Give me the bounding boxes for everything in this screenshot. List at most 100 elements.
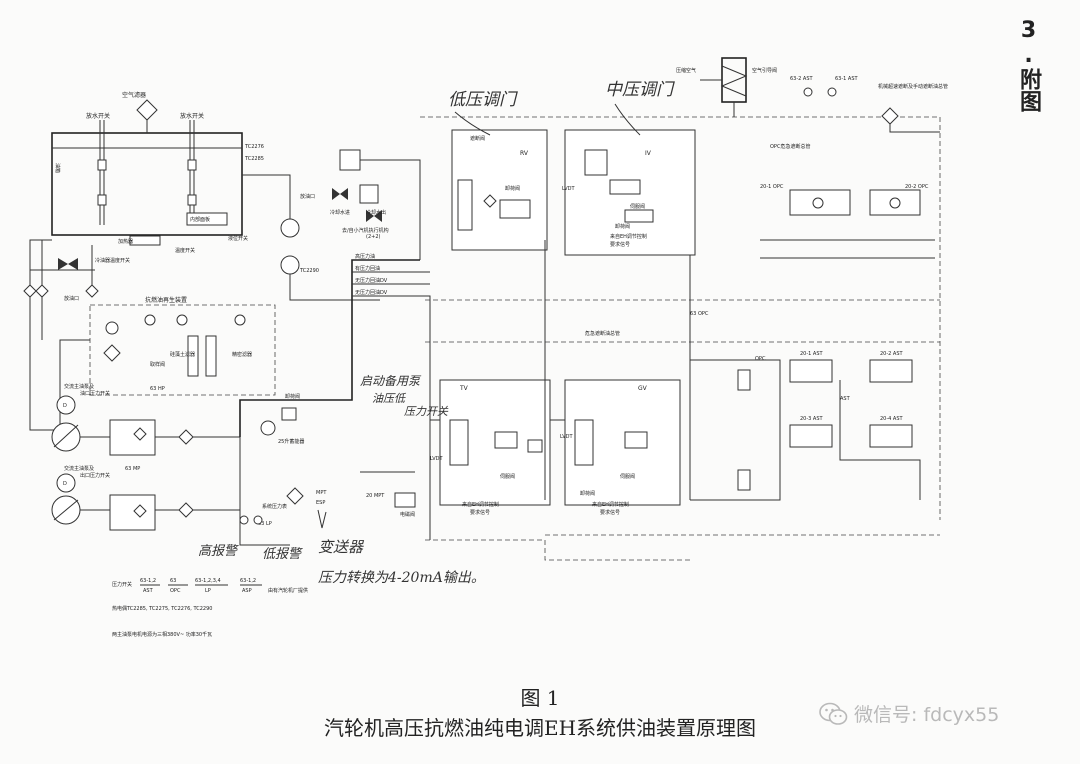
legend-pressure-switch: 压力开关 (112, 581, 132, 588)
label-air-filter: 空气滤器 (122, 91, 146, 99)
label-air: 压缩空气 (676, 67, 696, 74)
label-p63hp: 63 HP (150, 386, 165, 392)
label-drain-switch-1: 放水开关 (86, 112, 110, 120)
label-rv: RV (520, 150, 529, 157)
watermark-text: 微信号: fdcyx55 (854, 704, 1000, 726)
label-p202: 20-2 OPC (905, 184, 929, 190)
legend-motor: 两主油泵电机电源为三相380V~ 功率30千瓦 (112, 631, 212, 638)
label-pump-a: 交流主油泵及 (64, 383, 94, 390)
label-air-switch: 空气引导阀 (752, 67, 777, 74)
legend-ps-2b: OPC (170, 588, 181, 594)
label-accumulator: 25升蓄能器 (278, 438, 304, 445)
label-opc-header: OPC危急遮断总管 (770, 143, 810, 150)
header-lines: 高压力油 有压力回油 无压力回油DV 无压力回油DV 20 MPT 电磁阀 (352, 253, 431, 540)
label-p63mp: 63 MP (125, 466, 140, 472)
label-p20: 20 MPT (366, 493, 385, 499)
label-level-switch: 液位开关 (228, 235, 248, 242)
cooler-symbol (280, 218, 300, 238)
actuator-area: RV 遮断阀 卸荷阀 IV LVDT 伺服阀 卸荷阀 来自EH调节控制 要求信号… (420, 116, 941, 561)
label-lvdt1: LVDT (562, 186, 576, 192)
label-p206: 20-4 AST (880, 416, 904, 422)
label-unloading: 卸荷阀 (285, 393, 300, 400)
label-heater: 加热器 (118, 238, 133, 245)
label-tc2285: TC2285 (244, 156, 264, 162)
label-turbine-hp: 去/自小汽机执行机构 (342, 227, 389, 234)
legend-ps-3: 63-1,2,3,4 (195, 578, 221, 584)
label-pump-a2: 油口压力开关 (80, 390, 110, 397)
legend-sensors: 热电偶TC2285, TC2275, TC2276, TC2290 (112, 605, 212, 612)
label-from-eh-2: 来自EH调节控制 (462, 501, 499, 508)
label-cooling-in: 冷却水进 (330, 209, 350, 216)
label-fast-valve: 卸荷阀 (615, 223, 630, 230)
regen-filter-1 (187, 335, 199, 377)
wechat-icon (819, 702, 848, 725)
note-high-alarm: 高报警 (198, 544, 239, 559)
label-ast-1b: 63-1 AST (835, 76, 859, 82)
label-cooling-out: 冷却水出 (366, 209, 386, 216)
label-dump-valve-2: 卸荷阀 (580, 490, 595, 497)
label-ast-1: AST (840, 396, 851, 402)
pump-b-motor (56, 473, 76, 493)
legend-ps-1: 63-1,2 (140, 578, 156, 584)
ast-block-2 (869, 359, 913, 383)
tank-section: 空气滤器 放水开关 放水开关 油箱 内部面板 加热器 温度开关 冷油器温度开关 … (23, 91, 319, 431)
label-servo-valve: 伺服阀 (630, 203, 645, 210)
note-transmitter: 变送器 (318, 538, 365, 556)
label-sample-valve: 取样阀 (150, 361, 165, 368)
legend-ps-4: 63-1,2 (240, 578, 256, 584)
label-iv: IV (645, 150, 652, 157)
label-p205: 20-3 AST (800, 416, 824, 422)
cooling-section: 放油口 冷却水进 冷却水出 去/自小汽机执行机构 (2+2) 抗燃油再生装置 硅… (59, 149, 421, 430)
regen-unit-box (89, 304, 276, 396)
label-drain-switch-2: 放水开关 (180, 112, 204, 120)
label-no-pressure-dv: 无压力回油DV (355, 277, 388, 284)
label-lvdt3: LVDT (430, 456, 444, 462)
label-servo-valve-2: 伺服阀 (500, 473, 515, 480)
label-tank-side: 油箱 (54, 163, 61, 173)
handwritten-notes: 低压调门 中压调门 启动备用泵 油压低 压力开关 高报警 低报警 变送器 压力转… (198, 80, 675, 586)
legend-ps-4b: ASP (242, 588, 252, 594)
solenoid-20 (394, 492, 416, 508)
label-solenoid: 电磁阀 (400, 511, 415, 518)
label-p63opc: 63 OPC (690, 311, 709, 317)
svg-text:D: D (63, 403, 67, 409)
label-gv: GV (638, 385, 648, 392)
label-shutoff-valve: 遮断阀 (470, 135, 485, 142)
watermark: 微信号: fdcyx55 (818, 700, 999, 727)
accumulator (260, 420, 276, 436)
label-no-pressure-dv2: 无压力回油DV (355, 289, 388, 296)
label-servo-valve-3: 伺服阀 (620, 473, 635, 480)
label-pump-b2: 出口压力开关 (80, 472, 110, 479)
label-from-eh-3: 来自EH调节控制 (592, 501, 629, 508)
ast-block-1 (789, 359, 833, 383)
ast-block-4 (869, 424, 913, 448)
label-feedback-3: 要求信号 (600, 509, 620, 516)
air-filter-symbol (136, 99, 158, 121)
label-esp: ESP (316, 500, 325, 506)
pump-a-motor (56, 395, 76, 415)
legend: 压力开关 63-1,2 AST 63 OPC 63-1,2,3,4 LP 63-… (112, 578, 308, 638)
label-feedback: 要求信号 (610, 241, 630, 248)
label-drain-port-2: 放油口 (300, 193, 315, 200)
figure-title: 汽轮机高压抗燃油纯电调EH系统供油装置原理图 (323, 716, 757, 740)
note-low-pressure: 油压低 (372, 392, 407, 405)
legend-maker: 由有汽轮机厂提供 (268, 587, 308, 594)
label-fine-filter: 精密滤器 (232, 351, 252, 358)
label-gauge-plug: (2+2) (366, 234, 381, 240)
label-p63lp: 63 LP (258, 521, 272, 527)
label-tc2290: TC2290 (299, 268, 319, 274)
label-emergency: 机械超速遮断及手动遮断油总管 (878, 83, 948, 90)
label-temp-switch: 温度开关 (175, 247, 195, 254)
label-ast-header: 危急遮断油总管 (585, 330, 620, 337)
label-hp-oil: 高压力油 (355, 253, 375, 260)
top-right-section: 空气引导阀 压缩空气 63-2 AST 63-1 AST 机械超速遮断及手动遮断… (676, 57, 948, 133)
note-ip-valve: 中压调门 (605, 80, 675, 100)
page-heading: 3.附图 (1016, 18, 1041, 112)
pump-section: D 交流主油泵及 油口压力开关 D 交流主油泵及 出口压力开关 63 HP 63… (51, 259, 420, 546)
heater-panel (186, 212, 228, 226)
label-regen-unit: 抗燃油再生装置 (145, 296, 187, 304)
note-low-alarm: 低报警 (262, 547, 303, 562)
label-heater-panel: 内部面板 (190, 216, 210, 223)
label-system-pressure: 系统压力表 (262, 503, 287, 510)
